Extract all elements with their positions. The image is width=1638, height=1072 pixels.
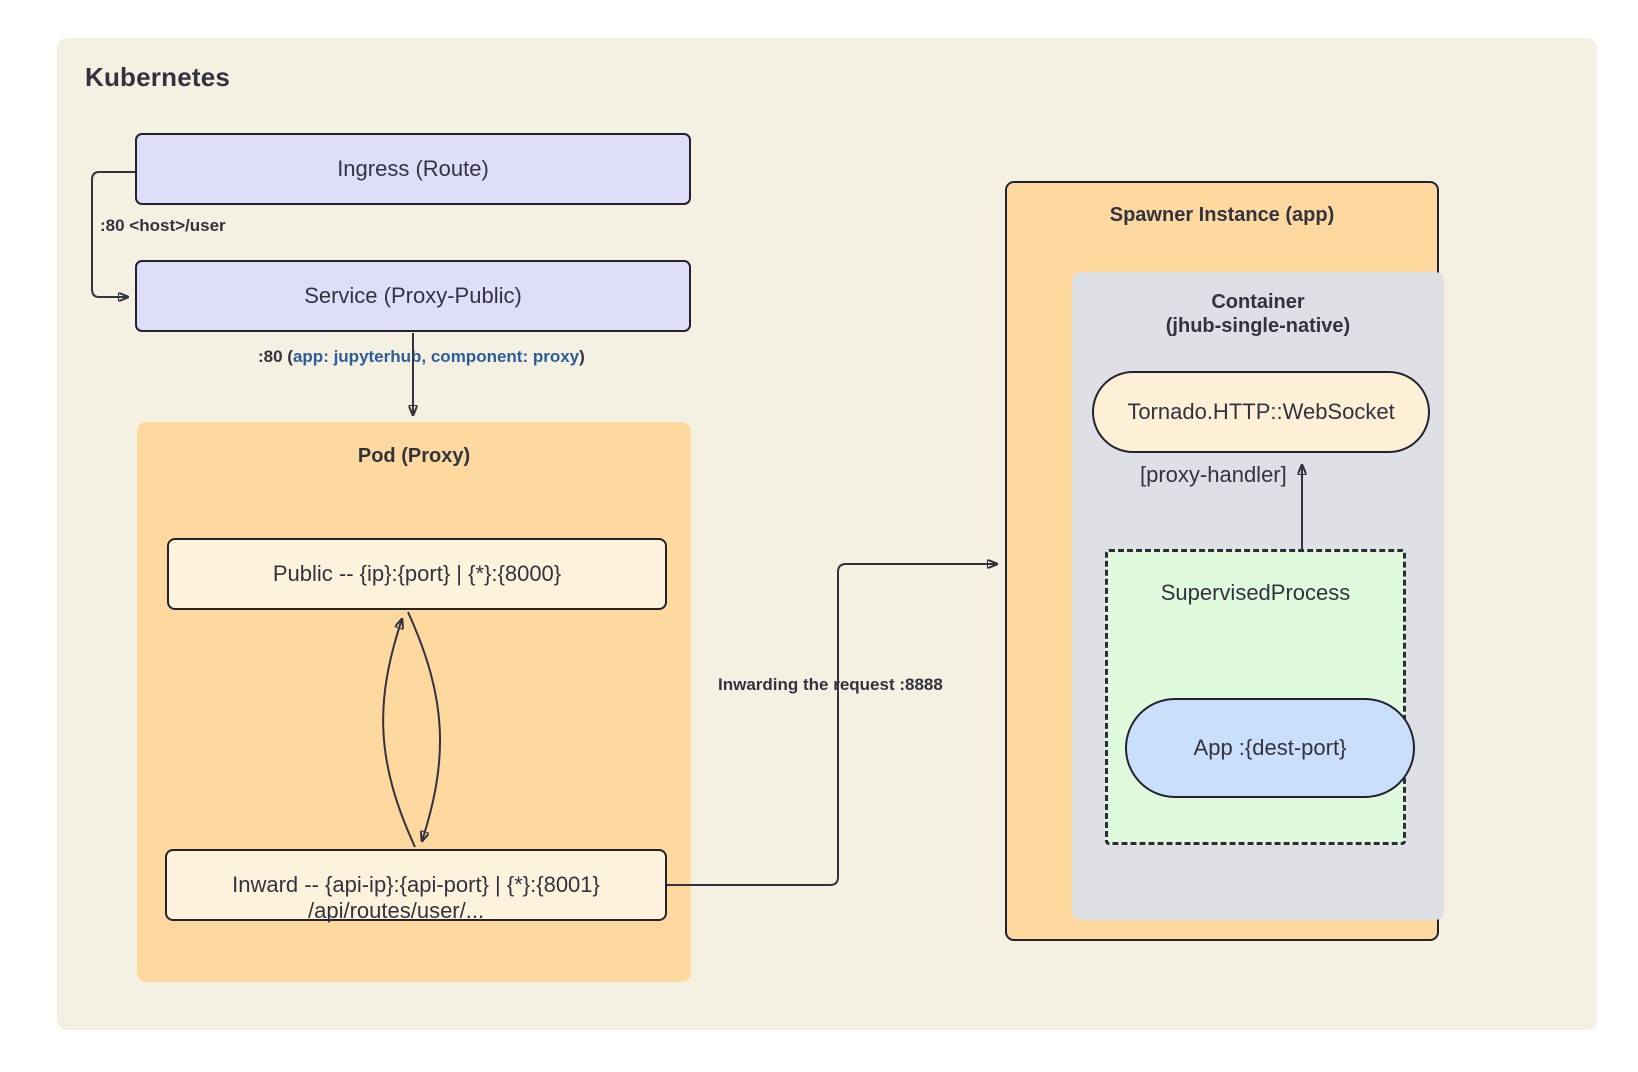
node-ingress-route[interactable]: Ingress (Route) (135, 133, 691, 205)
group-pod-proxy-title: Pod (Proxy) (357, 445, 471, 467)
node-ingress-route-label: Ingress (Route) (337, 156, 489, 181)
node-app-dest-port[interactable]: App :{dest-port} (1125, 698, 1415, 798)
edge-label-service-to-pod: :80 (app: jupyterhub, component: proxy) (258, 347, 585, 367)
edge-label-service-to-pod-suffix: ) (579, 347, 585, 366)
edge-label-service-to-pod-selector: app: jupyterhub, component: proxy (292, 347, 580, 366)
node-service-proxy-public-label: Service (Proxy-Public) (304, 283, 522, 308)
edge-label-proxy-handler: [proxy-handler] (1140, 462, 1287, 487)
group-container-title-line1: Container (1211, 291, 1305, 313)
edge-label-inward-to-spawner: Inwarding the request :8888 (718, 675, 943, 694)
node-app-dest-port-label: App :{dest-port} (1193, 735, 1347, 760)
kubernetes-group-title: Kubernetes (85, 62, 231, 92)
group-supervised-process: SupervisedProcess (1105, 549, 1406, 845)
node-tornado-websocket[interactable]: Tornado.HTTP::WebSocket (1092, 371, 1430, 453)
group-container-title-line2: (jhub-single-native) (1165, 315, 1351, 338)
node-tornado-websocket-label: Tornado.HTTP::WebSocket (1127, 399, 1395, 424)
edge-label-ingress-to-service: :80 <host>/user (100, 216, 226, 235)
edge-label-service-to-pod-port: :80 ( (258, 347, 293, 366)
group-supervised-process-title: SupervisedProcess (1160, 580, 1351, 605)
node-public-endpoint-label: Public -- {ip}:{port} | {*}:{8000} (272, 561, 562, 586)
group-container-title: Container (jhub-single-native) (1072, 290, 1444, 339)
node-service-proxy-public[interactable]: Service (Proxy-Public) (135, 260, 691, 332)
edge-label-inward-api-path: /api/routes/user/... (308, 898, 485, 923)
node-inward-endpoint[interactable]: Inward -- {api-ip}:{api-port} | {*}:{800… (165, 849, 667, 921)
node-public-endpoint[interactable]: Public -- {ip}:{port} | {*}:{8000} (167, 538, 667, 610)
node-inward-endpoint-label: Inward -- {api-ip}:{api-port} | {*}:{800… (232, 872, 600, 897)
group-spawner-instance-title: Spawner Instance (app) (1109, 204, 1335, 226)
